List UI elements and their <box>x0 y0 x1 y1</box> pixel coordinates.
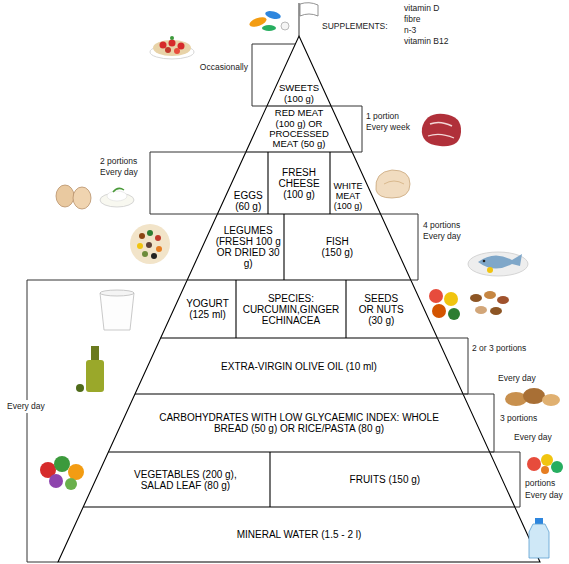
food-band: EGGS (60 g) <box>231 190 265 212</box>
spices-icon <box>429 289 460 320</box>
food-band: FRESH CHEESE (100 g) <box>271 167 327 200</box>
band-text: SPECIES: CURCUMIN,GINGER ECHINACEA <box>239 293 343 326</box>
flag-icon <box>299 3 318 36</box>
yogurt-icon <box>100 290 134 330</box>
band-text: VEGETABLES (200 g), SALAD LEAF (80 g) <box>125 469 245 491</box>
band-text: YOGURT (125 ml) <box>182 298 233 320</box>
band-text: FRUITS (150 g) <box>273 474 497 485</box>
supplement-item: fibre <box>404 14 421 25</box>
nuts-icon <box>470 291 509 315</box>
food-band: SPECIES: CURCUMIN,GINGER ECHINACEA <box>239 293 343 326</box>
supplement-item: vitamin B12 <box>404 36 448 47</box>
supplement-pills <box>248 10 289 31</box>
food-band: FRUITS (150 g) <box>273 474 497 485</box>
frequency-label: Every day <box>514 432 552 443</box>
food-band: YOGURT (125 ml) <box>182 298 233 320</box>
food-band: VEGETABLES (200 g), SALAD LEAF (80 g) <box>125 469 245 491</box>
cheese-icon <box>100 188 134 207</box>
band-text: CARBOHYDRATES WITH LOW GLYCAEMIC INDEX: … <box>159 412 439 434</box>
frequency-label: 2 or 3 portions <box>472 343 526 354</box>
pyramid-outline <box>58 36 540 562</box>
band-text: FRESH CHEESE (100 g) <box>271 167 327 200</box>
frequency-label: 2 portions Every day <box>100 156 146 177</box>
eggs-icon <box>56 185 91 209</box>
frequency-label: 3 portions <box>500 413 537 424</box>
band-text: LEGUMES (FRESH 100 g OR DRIED 30 g) <box>215 225 281 269</box>
band-text: EXTRA-VIRGIN OLIVE OIL (10 ml) <box>153 361 444 372</box>
olive-oil-icon <box>76 346 104 392</box>
band-text: MINERAL WATER (1.5 - 2 l) <box>76 529 522 540</box>
frequency-label: Every day <box>498 373 536 384</box>
band-text: EGGS (60 g) <box>231 190 265 212</box>
frequency-label: 4 portions Every day <box>423 220 469 241</box>
food-band: SWEETS (100 g) <box>278 83 319 104</box>
band-text: WHITE MEAT (100 g) <box>333 182 363 212</box>
frequency-label: portions <box>525 478 555 489</box>
supplement-item: vitamin D <box>404 3 439 14</box>
food-band: SEEDS OR NUTS (30 g) <box>356 293 406 326</box>
food-band: LEGUMES (FRESH 100 g OR DRIED 30 g) <box>215 225 281 269</box>
frequency-label: 1 portion Every week <box>366 111 414 132</box>
food-band: MINERAL WATER (1.5 - 2 l) <box>76 529 522 540</box>
food-band: WHITE MEAT (100 g) <box>333 182 363 212</box>
food-band: RED MEAT (100 g) OR PROCESSED MEAT (50 g… <box>268 108 330 150</box>
food-band: FISH (150 g) <box>317 236 357 258</box>
band-text: FISH (150 g) <box>317 236 357 258</box>
frequency-label: Every day <box>525 490 563 501</box>
food-band: CARBOHYDRATES WITH LOW GLYCAEMIC INDEX: … <box>159 412 439 434</box>
chicken-icon <box>376 170 410 198</box>
frequency-label: Every day <box>5 400 47 413</box>
supplement-item: n-3 <box>404 25 416 36</box>
frequency-brackets <box>27 44 520 562</box>
band-text: SEEDS OR NUTS (30 g) <box>356 293 406 326</box>
fruits-icon <box>527 454 563 474</box>
cake-icon <box>150 36 194 59</box>
bread-icon <box>505 388 560 406</box>
frequency-label: Occasionally <box>186 62 248 73</box>
vegetables-icon <box>40 456 84 490</box>
red-meat-icon <box>422 114 461 146</box>
food-band: EXTRA-VIRGIN OLIVE OIL (10 ml) <box>153 361 444 372</box>
band-text: SWEETS (100 g) <box>278 83 319 104</box>
legumes-icon <box>130 224 170 264</box>
band-text: RED MEAT (100 g) OR PROCESSED MEAT (50 g… <box>268 108 330 150</box>
water-bottle-icon <box>529 518 549 558</box>
fish-icon <box>468 252 528 276</box>
supplements-heading: SUPPLEMENTS: <box>322 21 388 32</box>
